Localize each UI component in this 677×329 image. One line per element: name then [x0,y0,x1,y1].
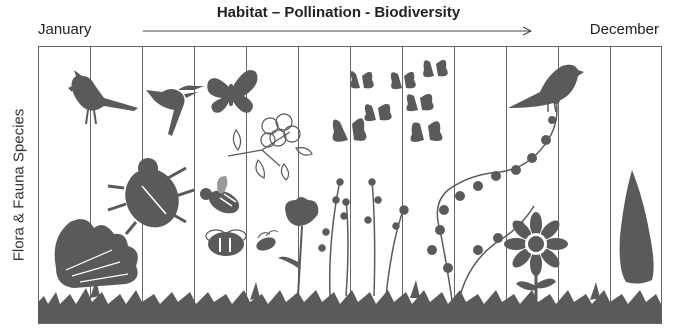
hummingbird-icon [146,86,204,137]
butterfly-swarm-icon [333,60,448,142]
cardinal-bird-icon [68,70,138,124]
lettuce-icon [55,219,138,288]
bee-icon [200,176,243,218]
evergreen-tree-icon [620,170,654,284]
blossom-branch-icon [228,114,312,180]
beetle-icon [108,158,194,236]
grass-icon [38,280,661,323]
timeline-arrow [143,27,531,35]
songbird-icon [508,65,584,112]
butterfly-icon [207,70,257,113]
bumblebee-icon [206,230,278,256]
wildflower-icon [319,179,408,296]
